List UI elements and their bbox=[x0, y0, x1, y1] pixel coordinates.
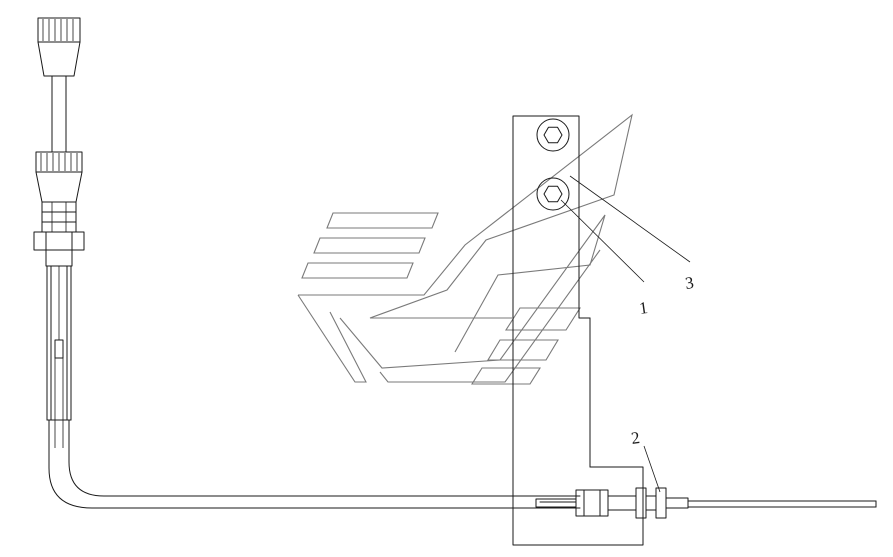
callout-3: 3 bbox=[684, 273, 695, 293]
mounting-bracket bbox=[512, 115, 644, 546]
leader-lines bbox=[560, 175, 691, 493]
leader-line-1 bbox=[560, 199, 645, 283]
bolt-upper bbox=[536, 118, 570, 152]
callout-2: 2 bbox=[630, 428, 641, 448]
compression-fitting bbox=[535, 487, 877, 519]
sensor-probe bbox=[33, 17, 85, 449]
leader-line-2 bbox=[643, 445, 661, 493]
cable-tube bbox=[48, 447, 581, 509]
watermark-logo bbox=[297, 113, 633, 385]
callout-1: 1 bbox=[638, 298, 649, 318]
leader-line-3 bbox=[569, 175, 691, 263]
bolt-lower bbox=[536, 177, 570, 211]
